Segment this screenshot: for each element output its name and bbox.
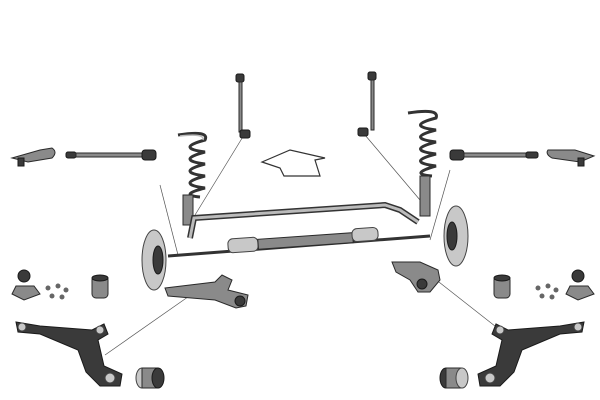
direction-arrow-icon: [260, 149, 326, 177]
right-tie-rod-icon: [449, 149, 539, 161]
left-tie-rod-end-icon: [10, 147, 56, 167]
left-bolt-set-icon: [45, 283, 69, 300]
left-ball-joint-icon: [11, 269, 41, 301]
right-lower-control-arm-icon: [477, 321, 585, 387]
right-brake-disc-icon: [443, 205, 469, 267]
left-bushing-icon: [91, 274, 109, 299]
right-coil-spring-icon: [407, 109, 438, 217]
right-control-arm-icon: [391, 261, 441, 293]
right-lower-bushing-icon: [439, 367, 469, 389]
right-bushing-icon: [493, 274, 511, 299]
left-brake-disc-icon: [141, 229, 167, 291]
stabilizer-bar-icon: [187, 201, 420, 239]
left-stabilizer-link-icon: [235, 73, 251, 139]
right-ball-joint-icon: [565, 269, 595, 301]
left-lower-bushing-icon: [135, 367, 165, 389]
leader-lines: [104, 134, 501, 356]
left-tie-rod-icon: [65, 149, 157, 161]
left-control-arm-icon: [164, 274, 249, 309]
right-stabilizer-link-icon: [357, 71, 377, 137]
steering-rack-icon: [167, 226, 431, 258]
left-coil-spring-icon: [177, 131, 208, 226]
right-bolt-set-icon: [535, 283, 559, 300]
right-tie-rod-end-icon: [546, 149, 596, 167]
left-lower-control-arm-icon: [15, 321, 123, 387]
